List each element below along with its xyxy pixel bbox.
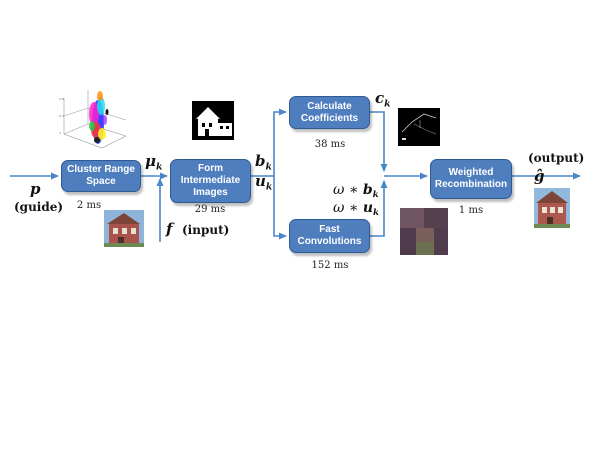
cluster-timing: 2 ms [76, 200, 102, 211]
input-house-photo [104, 210, 144, 247]
calculate-coefficients-block: Calculate Coefficients [289, 96, 370, 129]
range-cluster-scatter-image: 0.8 0.4 0 [59, 90, 127, 149]
coefficients-image [398, 108, 440, 146]
weighted-recombination-block: Weighted Recombination [430, 159, 512, 199]
binary-intermediate-image [192, 101, 234, 140]
guide-label: (guide) [14, 200, 64, 214]
form-timing: 29 ms [194, 204, 226, 215]
omega-conv-b-symbol: ω ∗ bk [333, 182, 379, 201]
mu-k-symbol: μk [145, 152, 163, 173]
weighted-timing: 1 ms [458, 205, 484, 216]
input-label: (input) [182, 223, 230, 237]
c-k-symbol: ck [375, 89, 391, 110]
arrow-calc-to-merge [370, 111, 388, 172]
fast-timing: 152 ms [311, 260, 349, 271]
svg-text:0: 0 [59, 131, 61, 135]
calc-timing: 38 ms [314, 139, 346, 150]
output-label: (output) [528, 151, 585, 165]
omega-conv-u-symbol: ω ∗ uk [333, 200, 380, 219]
arrow-fast-to-merge [370, 180, 388, 237]
convolution-result-image [400, 208, 448, 255]
svg-text:0.4: 0.4 [59, 114, 64, 118]
cluster-range-space-block: Cluster Range Space [61, 160, 141, 192]
guide-symbol-p: p [30, 180, 41, 198]
output-house-photo [534, 188, 570, 228]
u-k-symbol: uk [255, 172, 273, 193]
fast-convolutions-block: Fast Convolutions [289, 219, 370, 253]
ghat-symbol: ĝ [534, 167, 545, 185]
arrow-split-to-calc [273, 108, 287, 176]
b-k-symbol: bk [255, 152, 272, 173]
arrow-split-to-fast [273, 176, 287, 240]
input-symbol-f: f [166, 220, 173, 238]
svg-text:0.8: 0.8 [59, 97, 64, 101]
form-intermediate-images-block: Form Intermediate Images [170, 159, 251, 203]
